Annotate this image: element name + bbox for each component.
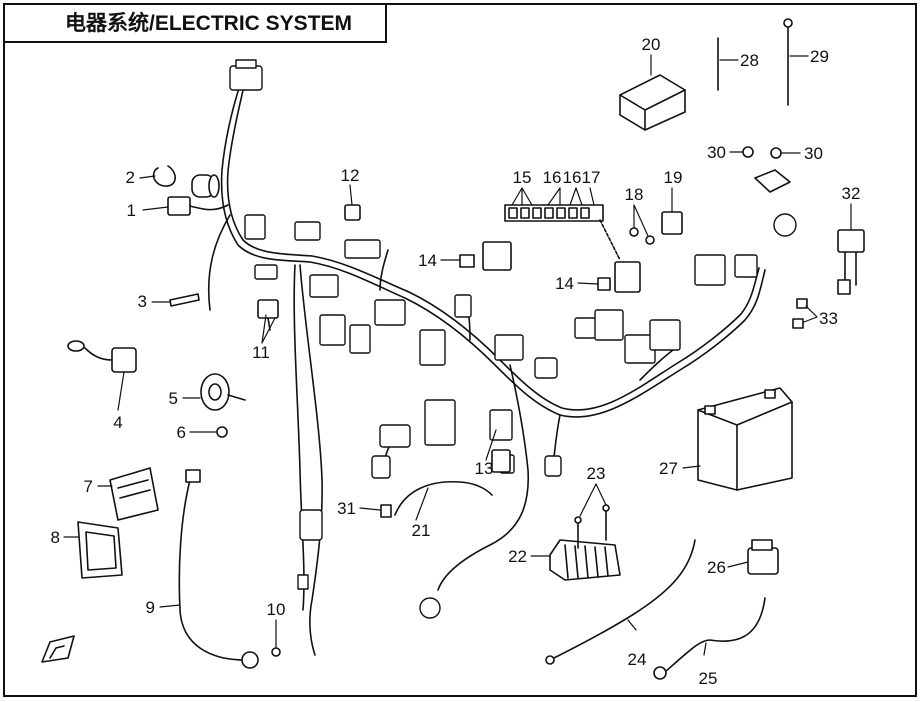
part-15-16-17-fuses bbox=[504, 204, 621, 261]
callout-16-a: 16 bbox=[543, 168, 562, 187]
diagram-title: 电器系统/ELECTRIC SYSTEM bbox=[65, 12, 353, 35]
part-10-screw bbox=[271, 647, 281, 657]
callout-14-left: 14 bbox=[418, 251, 437, 270]
callout-4: 4 bbox=[113, 413, 122, 432]
callout-29: 29 bbox=[810, 47, 829, 66]
callout-26: 26 bbox=[707, 558, 726, 577]
diagram-frame bbox=[3, 3, 917, 697]
part-27-battery bbox=[697, 387, 793, 491]
callout-11: 11 bbox=[252, 343, 270, 362]
part-12-relay bbox=[344, 204, 361, 221]
callout-7: 7 bbox=[84, 477, 93, 496]
callout-18: 18 bbox=[625, 185, 644, 204]
leader-lines bbox=[63, 54, 852, 656]
part-cylinder-relay bbox=[191, 174, 220, 198]
part-9-wire bbox=[178, 469, 259, 669]
callout-9: 9 bbox=[146, 598, 155, 617]
front-direction-arrow-icon bbox=[41, 635, 75, 663]
callout-13: 13 bbox=[475, 459, 494, 478]
callout-31: 31 bbox=[337, 499, 356, 518]
callout-23: 23 bbox=[587, 464, 606, 483]
callout-25: 25 bbox=[699, 669, 718, 688]
callout-19: 19 bbox=[664, 168, 683, 187]
part-30-clips bbox=[742, 146, 791, 193]
part-3-label-strip bbox=[169, 293, 200, 307]
part-21-cable bbox=[394, 480, 493, 516]
part-13-connector bbox=[491, 449, 511, 473]
callout-10: 10 bbox=[267, 600, 286, 619]
part-18-bolts bbox=[629, 227, 655, 245]
callout-22: 22 bbox=[508, 547, 527, 566]
callout-5: 5 bbox=[169, 389, 178, 408]
part-32-flasher bbox=[837, 229, 865, 295]
part-20-cdi-unit bbox=[619, 74, 686, 131]
part-11-switch bbox=[257, 299, 279, 331]
part-25-probe-wire bbox=[653, 597, 766, 680]
part-22-regulator bbox=[549, 539, 621, 581]
callout-labels: 1 2 3 4 5 6 7 8 9 10 11 12 13 14 14 15 1… bbox=[51, 35, 861, 688]
callout-30-right: 30 bbox=[804, 144, 823, 163]
callout-3: 3 bbox=[138, 292, 147, 311]
harness-connectors bbox=[229, 59, 797, 619]
part-8-ecu-bracket bbox=[77, 521, 123, 579]
callout-28: 28 bbox=[740, 51, 759, 70]
part-14-relays bbox=[459, 241, 641, 293]
part-2-cable-tie bbox=[152, 165, 176, 187]
part-24-ground-cable bbox=[545, 539, 696, 665]
part-26-starter-relay bbox=[747, 539, 779, 575]
callout-8: 8 bbox=[51, 528, 60, 547]
part-19-sensor bbox=[661, 211, 683, 235]
part-5-horn bbox=[200, 373, 246, 411]
callout-20: 20 bbox=[642, 35, 661, 54]
part-31-bolt bbox=[380, 504, 392, 518]
part-1-connector bbox=[167, 196, 229, 216]
callout-32: 32 bbox=[842, 184, 861, 203]
callout-21: 21 bbox=[412, 521, 431, 540]
callout-33: 33 bbox=[819, 309, 838, 328]
callout-15: 15 bbox=[513, 168, 532, 187]
callout-2: 2 bbox=[126, 168, 135, 187]
part-4-sensor bbox=[67, 340, 137, 373]
callout-24: 24 bbox=[628, 650, 647, 669]
callout-6: 6 bbox=[177, 423, 186, 442]
callout-27: 27 bbox=[659, 459, 678, 478]
part-29-probe bbox=[783, 18, 793, 106]
callout-16-b: 16 bbox=[563, 168, 582, 187]
callout-1: 1 bbox=[127, 201, 136, 220]
callout-14-right: 14 bbox=[555, 274, 574, 293]
part-7-cover bbox=[109, 467, 159, 521]
callout-12: 12 bbox=[341, 166, 360, 185]
callout-30-left: 30 bbox=[707, 143, 726, 162]
part-6-bolt bbox=[216, 426, 228, 438]
title-box: 电器系统/ELECTRIC SYSTEM bbox=[3, 3, 387, 43]
callout-17: 17 bbox=[582, 168, 601, 187]
part-33-fasteners bbox=[792, 298, 808, 329]
